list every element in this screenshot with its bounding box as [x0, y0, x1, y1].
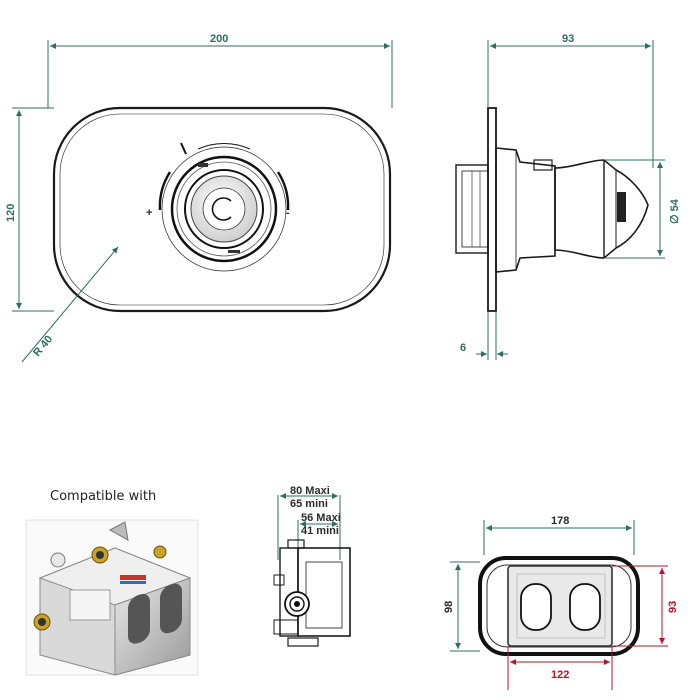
thermostatic-knob — [158, 142, 290, 272]
radius-label: R 40 — [31, 333, 55, 359]
compatible-caption: Compatible with — [50, 489, 156, 504]
width-label: 200 — [210, 33, 228, 45]
box-front-outer-frame — [478, 556, 640, 656]
side-wall-plate — [487, 107, 497, 312]
radius-leader — [21, 246, 119, 363]
mixing-box-illustration — [33, 521, 192, 676]
box-max1-label: 80 Maxi — [290, 485, 330, 497]
height-label: 120 — [5, 204, 17, 222]
plus-sign: + — [146, 207, 152, 219]
plate-label: 6 — [460, 342, 466, 354]
box-side-view: 80 Maxi 65 mini 56 Maxi 41 mini — [273, 485, 351, 647]
side-knob — [554, 159, 649, 259]
box-min2-label: 41 mini — [301, 525, 339, 537]
front-view: + - 200 120 R 40 — [5, 33, 393, 363]
minus-sign: - — [286, 207, 290, 219]
compatible-section: Compatible with — [25, 489, 199, 676]
box-front-slot-left — [520, 583, 552, 631]
box-left-height-label: 98 — [443, 601, 455, 613]
front-plate-inner-edge — [59, 113, 385, 306]
box-front-slot-right — [569, 583, 601, 631]
depth-label: 93 — [562, 33, 574, 45]
box-width-label: 178 — [551, 515, 569, 527]
diameter-label: ∅ 54 — [669, 198, 681, 224]
front-plate — [52, 106, 392, 313]
box-max2-label: 56 Maxi — [301, 512, 341, 524]
box-front-view: 178 98 93 122 — [443, 515, 679, 690]
box-right-height-label: 93 — [667, 601, 679, 613]
box-min1-label: 65 mini — [290, 498, 328, 510]
cold-c-icon — [211, 197, 232, 221]
box-inner-width-label: 122 — [551, 669, 569, 681]
side-view: 93 ∅ 54 6 — [455, 33, 681, 360]
